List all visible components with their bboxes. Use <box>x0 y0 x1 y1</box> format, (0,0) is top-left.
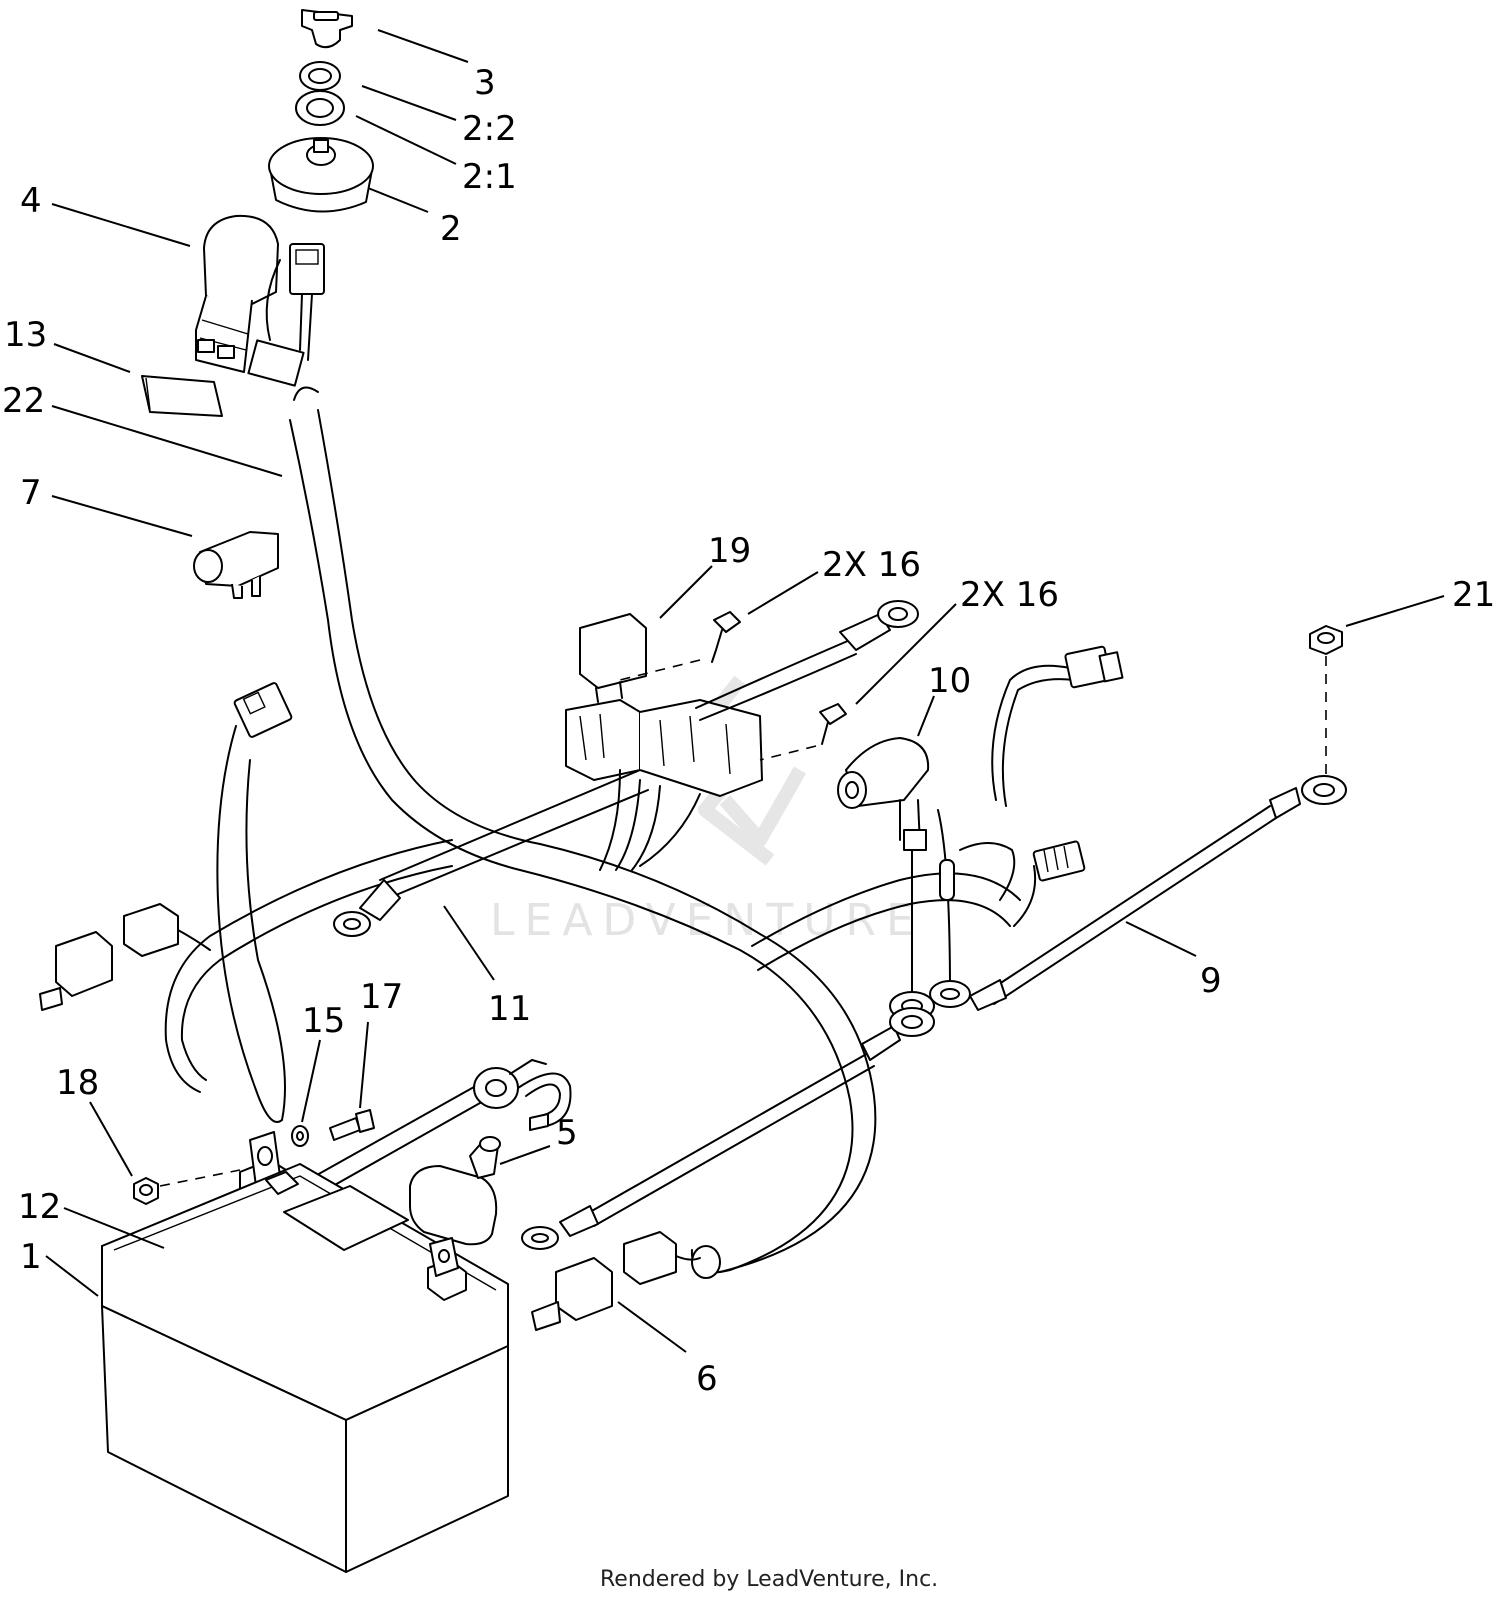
callout-12: 12 <box>18 1187 61 1227</box>
part-13-fuse-label <box>141 375 223 417</box>
leader-13 <box>53 343 131 373</box>
callout-19: 19 <box>708 531 751 571</box>
part-5-boot <box>409 1136 501 1246</box>
part-16-screw-upper <box>619 611 741 681</box>
callout-11: 11 <box>488 989 531 1029</box>
callout-1: 1 <box>20 1237 42 1277</box>
lower-ground-cable <box>521 1007 935 1250</box>
leader-3 <box>377 29 469 63</box>
leader-11 <box>443 905 495 981</box>
relay-positive-cable <box>695 600 919 721</box>
callout-16a: 2X 16 <box>822 545 921 585</box>
leader-5 <box>499 1145 551 1165</box>
leader-6 <box>617 1301 687 1353</box>
leader-21 <box>1345 595 1445 627</box>
footer-credit: Rendered by LeadVenture, Inc. <box>600 1567 938 1592</box>
part-17-bolt <box>329 1109 375 1141</box>
leader-16b <box>855 603 957 705</box>
part-3-key <box>301 9 353 49</box>
leader-2-1 <box>355 115 457 165</box>
part-6-connector <box>531 1231 701 1331</box>
aux-harness-loop <box>216 682 293 1123</box>
part-19-relay <box>579 613 647 703</box>
part-9-cable <box>969 775 1347 1011</box>
callout-18: 18 <box>56 1063 99 1103</box>
leader-7 <box>51 495 193 537</box>
watermark-text: LEADVENTURE <box>490 895 924 946</box>
callout-labels: 3 2:2 2:1 2 4 13 22 7 19 2X 16 2X 16 10 … <box>2 63 1495 1399</box>
module-connector <box>247 243 325 387</box>
callout-6: 6 <box>696 1359 718 1399</box>
upper-right-connector <box>991 645 1124 807</box>
callout-2: 2 <box>440 209 462 249</box>
leader-18 <box>89 1101 133 1177</box>
relay-block <box>565 699 763 871</box>
callout-4: 4 <box>20 181 42 221</box>
callout-13: 13 <box>4 315 47 355</box>
leader-22 <box>51 405 283 477</box>
part-2-1-washer <box>295 90 345 126</box>
callout-15: 15 <box>302 1001 345 1041</box>
callout-3: 3 <box>474 63 496 103</box>
leader-17 <box>359 1021 369 1109</box>
callout-7: 7 <box>20 473 42 513</box>
part-7-switch <box>193 531 279 599</box>
leader-2 <box>367 187 429 213</box>
callout-5: 5 <box>556 1113 578 1153</box>
left-connector-pair <box>39 903 211 1011</box>
callout-2-2: 2:2 <box>462 109 517 149</box>
leader-16a <box>747 571 819 615</box>
leader-4 <box>51 203 191 247</box>
part-21-nut <box>1309 625 1343 780</box>
part-2-ignition-switch <box>268 137 374 213</box>
main-harness <box>164 386 1037 1279</box>
leader-lines <box>45 29 1445 1353</box>
part-2-2-nut <box>299 61 341 91</box>
leader-15 <box>301 1039 321 1123</box>
right-connector <box>1032 840 1086 882</box>
leader-10 <box>917 695 935 737</box>
leader-19 <box>659 565 713 619</box>
watermark: LEADVENTURE <box>490 675 924 946</box>
leader-2-2 <box>361 85 457 121</box>
leader-9 <box>1125 921 1197 957</box>
callout-10: 10 <box>928 661 971 701</box>
leader-1 <box>45 1255 99 1297</box>
leader-12 <box>63 1207 165 1249</box>
callout-22: 22 <box>2 381 45 421</box>
part-1-battery <box>101 1163 509 1573</box>
callout-21: 21 <box>1452 575 1495 615</box>
callout-16b: 2X 16 <box>960 575 1059 615</box>
callout-9: 9 <box>1200 961 1222 1001</box>
part-16-screw-lower <box>759 703 847 761</box>
callout-2-1: 2:1 <box>462 157 517 197</box>
callout-17: 17 <box>360 977 403 1017</box>
part-18-nut <box>133 1169 241 1205</box>
part-15-washer <box>291 1125 309 1147</box>
part-11-cable <box>333 769 649 937</box>
part-4-module <box>195 214 279 373</box>
